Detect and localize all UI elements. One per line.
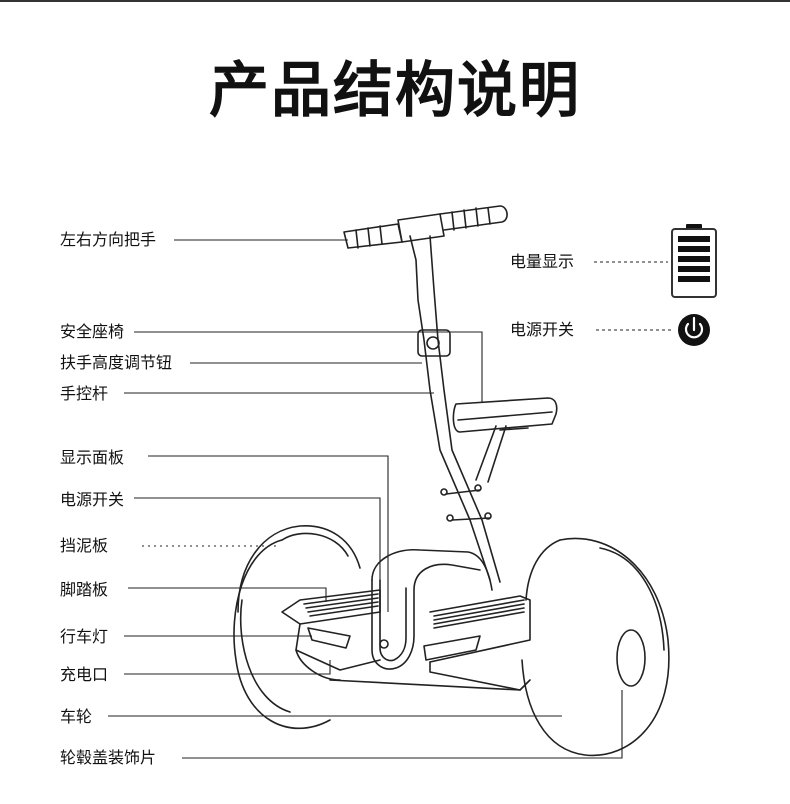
hub-cap bbox=[616, 629, 646, 687]
label-power-switch: 电源开关 bbox=[60, 490, 125, 509]
rear-wheel bbox=[233, 532, 349, 730]
label-wheel: 车轮 bbox=[60, 707, 93, 726]
rear-fender bbox=[237, 525, 361, 613]
label-fender: 挡泥板 bbox=[60, 536, 109, 555]
power-button-icon bbox=[678, 314, 710, 346]
label-footboard: 脚踏板 bbox=[60, 580, 109, 599]
right-leader-lines bbox=[594, 261, 672, 331]
label-headlight: 行车灯 bbox=[60, 627, 109, 646]
height-adjust-knob-icon bbox=[426, 336, 440, 350]
label-handlebar: 左右方向把手 bbox=[60, 230, 157, 249]
height-adjust-clamp bbox=[417, 329, 451, 357]
power-switch-knob bbox=[379, 639, 389, 649]
label-control-lever: 手控杆 bbox=[60, 384, 109, 403]
column-bolts bbox=[440, 484, 492, 522]
seat bbox=[452, 397, 558, 483]
front-wheel bbox=[521, 537, 670, 757]
battery-level-icon bbox=[671, 224, 717, 298]
leader-lines bbox=[108, 239, 623, 759]
footboard-right bbox=[433, 599, 525, 629]
handlebar bbox=[343, 205, 508, 249]
footboard-left bbox=[303, 593, 379, 617]
label-battery-display: 电量显示 bbox=[510, 252, 575, 271]
label-display-panel: 显示面板 bbox=[60, 448, 125, 467]
headlight-right bbox=[423, 635, 481, 661]
label-charging-port: 充电口 bbox=[60, 665, 109, 684]
label-armrest-height-knob: 扶手高度调节钮 bbox=[60, 353, 173, 372]
label-hub-cap: 轮毂盖装饰片 bbox=[60, 748, 157, 767]
page-title: 产品结构说明 bbox=[209, 56, 581, 126]
label-power-switch-right: 电源开关 bbox=[510, 320, 575, 339]
label-safety-seat: 安全座椅 bbox=[60, 322, 125, 341]
top-border-line bbox=[0, 0, 790, 2]
steering-column bbox=[397, 213, 501, 583]
headlight-left bbox=[307, 627, 351, 649]
